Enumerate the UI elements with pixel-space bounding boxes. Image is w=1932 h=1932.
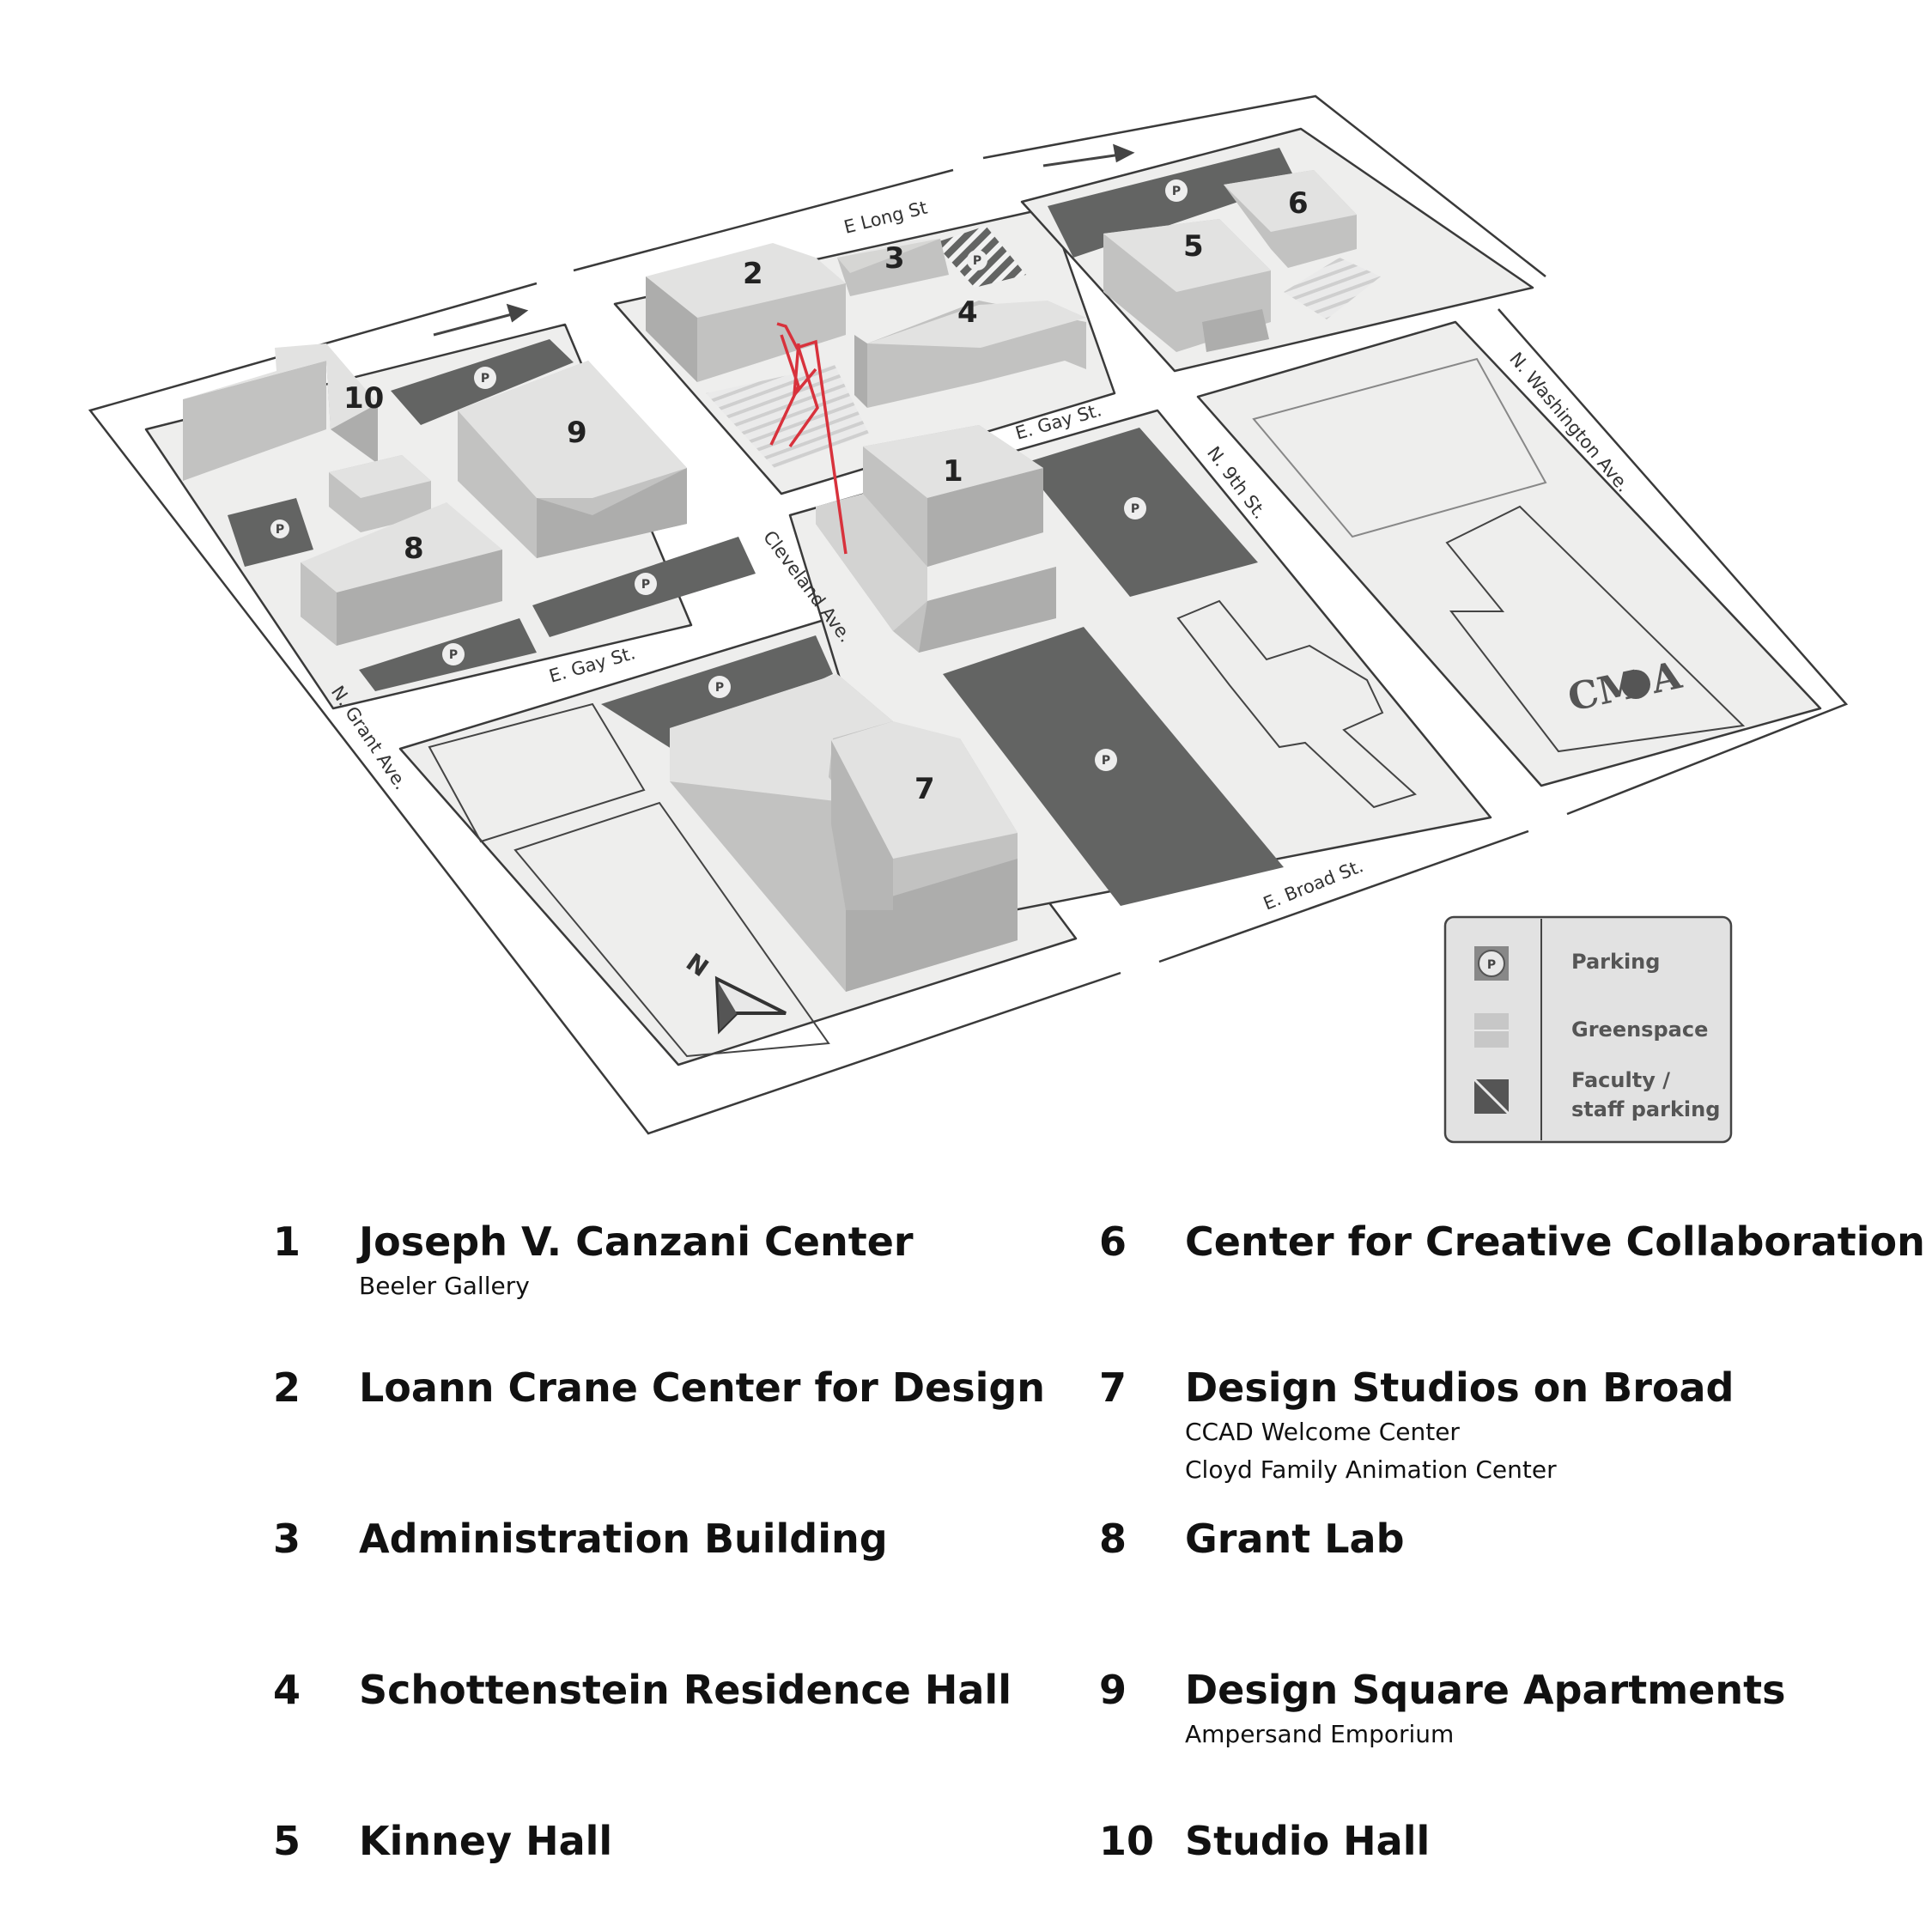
directory-entry-name: Joseph V. Canzani Center: [359, 1218, 914, 1265]
building-4: [854, 301, 1086, 408]
directory-entry-number: 3: [273, 1516, 301, 1562]
directory-entry-name: Studio Hall: [1185, 1818, 1431, 1864]
building-label-1: 1: [943, 454, 963, 489]
building-label-6: 6: [1288, 186, 1309, 221]
parking-marker: P: [474, 367, 496, 389]
svg-text:P: P: [1102, 754, 1110, 768]
directory-entry-subtitle: Ampersand Emporium: [1185, 1720, 1455, 1748]
block-east: [1196, 320, 1822, 787]
parking-marker: P: [1124, 497, 1146, 519]
parking-marker: P: [270, 519, 289, 538]
directory-entry-number: 7: [1099, 1364, 1127, 1411]
legend-faculty-label-line2: staff parking: [1571, 1097, 1720, 1121]
svg-text:P: P: [1172, 185, 1181, 198]
svg-text:P: P: [481, 372, 489, 386]
directory-entry-number: 2: [273, 1364, 301, 1411]
parking-marker: P: [708, 676, 731, 698]
directory-entry-sublist: Ampersand Emporium: [1185, 1716, 1454, 1753]
legend-faculty-label-line1: Faculty /: [1571, 1068, 1670, 1092]
building-9: [458, 361, 687, 558]
parking-marker: P: [635, 573, 657, 595]
directory-entry-name: Schottenstein Residence Hall: [359, 1667, 1012, 1713]
building-3: [837, 239, 949, 296]
parking-lot-near-8: [228, 498, 313, 567]
directory-entry-number: 1: [273, 1218, 301, 1265]
directory-entry-number: 6: [1099, 1218, 1127, 1265]
building-10: [183, 343, 431, 532]
building-labels: 10 9 8 2 3 4 1 5 6 7: [343, 186, 1309, 806]
directory-entry-name: Loann Crane Center for Design: [359, 1364, 1046, 1411]
building-2: [646, 243, 846, 382]
outlined-lots: [428, 357, 1746, 1058]
directory-entry-number: 10: [1099, 1818, 1155, 1864]
legend-faculty-parking-icon: [1473, 1078, 1510, 1115]
sculpture-marker: [769, 322, 848, 555]
building-label-9: 9: [567, 416, 587, 450]
parking-marker: P: [1095, 749, 1117, 771]
building-label-7: 7: [914, 772, 935, 806]
building-label-4: 4: [957, 295, 978, 330]
one-way-arrows: [433, 143, 1135, 337]
svg-text:P: P: [1131, 502, 1139, 516]
parking-marker: P: [1165, 179, 1188, 202]
building-7: [670, 674, 1018, 992]
directory-entry-name: Grant Lab: [1185, 1516, 1405, 1562]
building-5: [1103, 219, 1271, 352]
building-label-2: 2: [743, 257, 763, 291]
directory-entry-number: 8: [1099, 1516, 1127, 1562]
parking-marker: P: [442, 643, 465, 665]
building-label-10: 10: [343, 381, 384, 416]
building-label-5: 5: [1183, 229, 1204, 264]
directory-entry-name: Center for Creative Collaboration: [1185, 1218, 1925, 1265]
parking-markers: P P P P P P P P P: [270, 179, 1188, 771]
svg-text:P: P: [1487, 958, 1496, 972]
directory-entry-subtitle: Cloyd Family Animation Center: [1185, 1455, 1557, 1484]
campus-map: P P P P P P P P P: [88, 94, 1849, 1144]
buildings: [183, 170, 1357, 992]
building-1: [816, 425, 1056, 653]
svg-text:P: P: [641, 578, 650, 592]
legend-parking-icon: P: [1474, 946, 1509, 981]
parking-lot-northeast: [1048, 148, 1297, 258]
directory-entry-name: Administration Building: [359, 1516, 888, 1562]
greenspace-areas: [706, 258, 1381, 468]
building-8: [301, 502, 502, 646]
directory-entry-number: 4: [273, 1667, 301, 1713]
directory-entry-name: Design Square Apartments: [1185, 1667, 1786, 1713]
svg-text:P: P: [276, 523, 284, 537]
legend-greenspace-icon: [1474, 1013, 1509, 1048]
directory-entry-subtitle: CCAD Welcome Center: [1185, 1418, 1460, 1446]
building-label-8: 8: [404, 532, 424, 566]
directory-entry-number: 9: [1099, 1667, 1127, 1713]
building-6: [1224, 170, 1357, 268]
street-label-e-long-st: E Long St: [841, 197, 929, 238]
legend-greenspace-label: Greenspace: [1571, 1018, 1708, 1042]
legend-parking-label: Parking: [1571, 950, 1660, 974]
map-legend: P Parking Greenspace Faculty / staff par…: [1443, 915, 1733, 1144]
directory-entry-name: Design Studios on Broad: [1185, 1364, 1735, 1411]
parking-marker: P: [967, 250, 987, 270]
svg-text:P: P: [973, 254, 981, 268]
directory-entry-subtitle: Beeler Gallery: [359, 1272, 530, 1300]
directory-entry-sublist: Beeler Gallery: [359, 1267, 530, 1305]
building-label-3: 3: [884, 241, 905, 276]
svg-text:P: P: [715, 681, 724, 695]
directory-entry-number: 5: [273, 1818, 301, 1864]
directory-entry-name: Kinney Hall: [359, 1818, 613, 1864]
svg-text:P: P: [449, 648, 458, 662]
